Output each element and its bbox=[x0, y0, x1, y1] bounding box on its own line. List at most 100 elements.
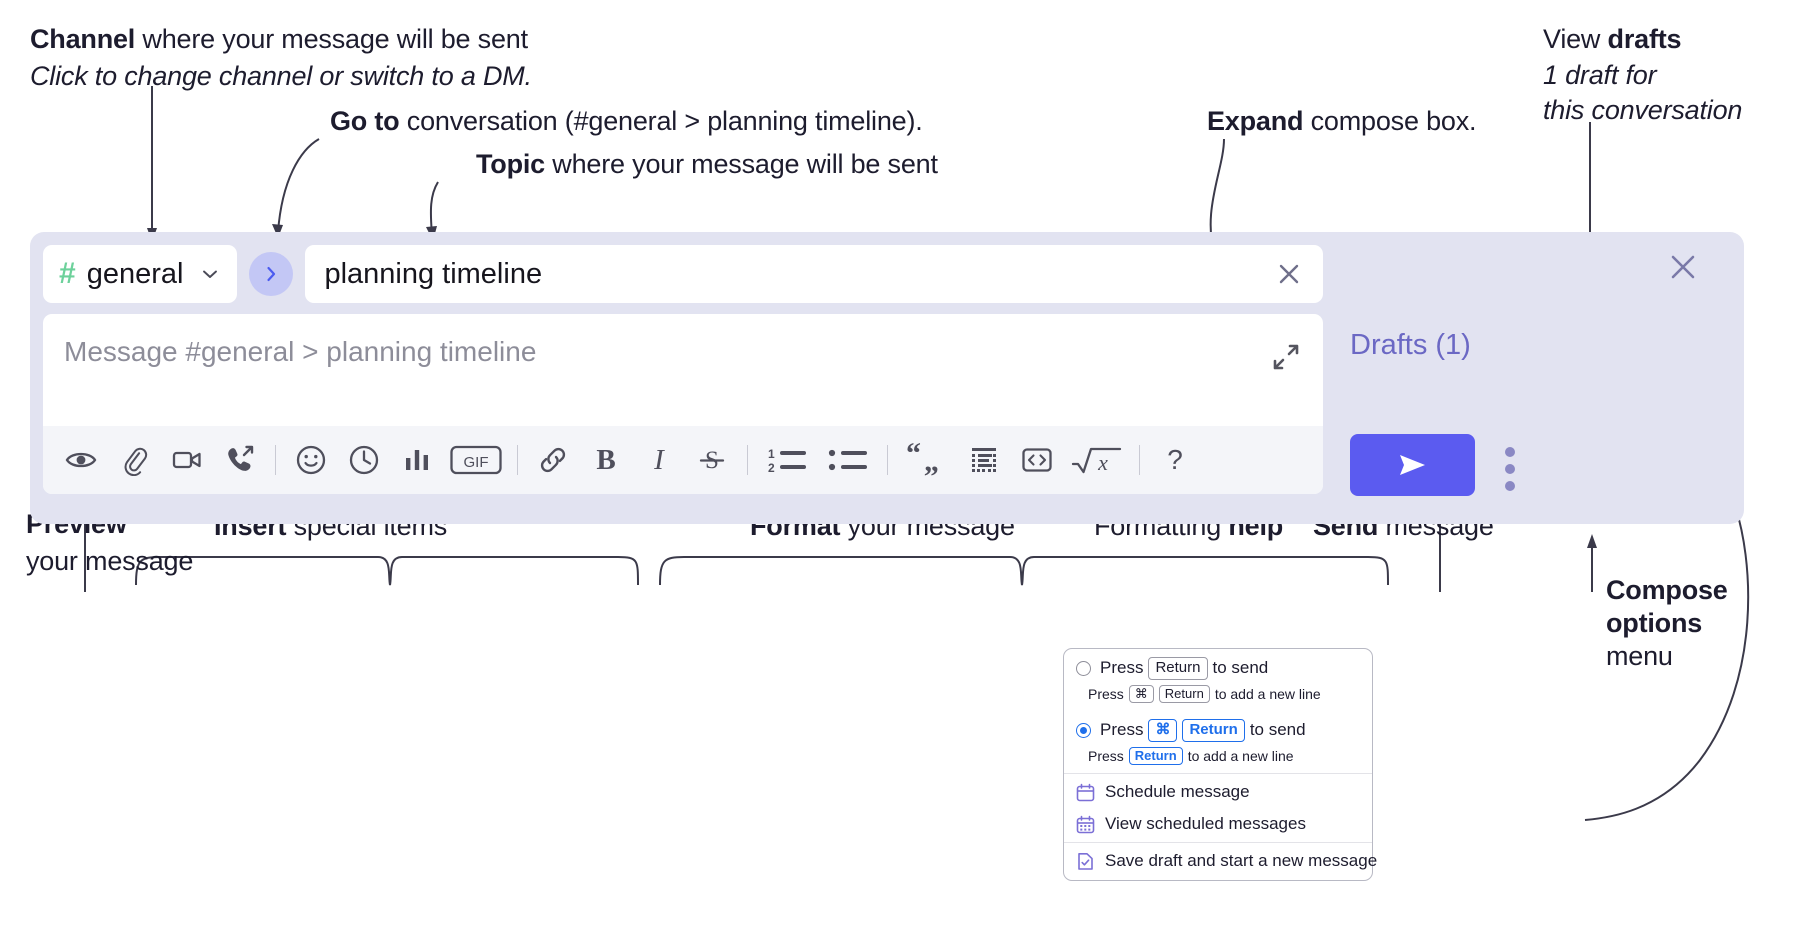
annotation-channel-sub: Click to change channel or switch to a D… bbox=[30, 61, 532, 92]
clock-icon[interactable] bbox=[342, 438, 386, 482]
annotation-drafts-plain: View bbox=[1543, 24, 1608, 54]
annotation-goto: Go to conversation (#general > planning … bbox=[330, 106, 923, 137]
strikethrough-icon[interactable]: S bbox=[690, 438, 734, 482]
svg-text:“: “ bbox=[906, 443, 921, 470]
option-pre: Press bbox=[1100, 658, 1144, 678]
preview-icon[interactable] bbox=[59, 438, 103, 482]
bar-chart-icon[interactable] bbox=[395, 438, 439, 482]
phone-arrow-icon[interactable] bbox=[218, 438, 262, 482]
goto-conversation-button[interactable] bbox=[249, 252, 294, 296]
bulleted-list-icon[interactable] bbox=[822, 438, 874, 482]
annotation-compose-options-line3: menu bbox=[1606, 640, 1673, 671]
menu-item-label: Schedule message bbox=[1105, 782, 1250, 801]
compose-options-menu: Press Return to send Press ⌘ Return to a… bbox=[1063, 648, 1377, 881]
send-option-cmd-return-label: Press ⌘ Return to send bbox=[1100, 719, 1306, 742]
calendar-icon bbox=[1076, 783, 1095, 802]
more-vertical-icon bbox=[1505, 464, 1515, 474]
option-pre: Press bbox=[1100, 720, 1144, 740]
annotation-drafts-line2: 1 draft for bbox=[1543, 60, 1657, 91]
option-post: to send bbox=[1249, 720, 1306, 740]
menu-item-view-scheduled-messages[interactable]: View scheduled messages bbox=[1064, 808, 1372, 840]
message-editor[interactable]: Message #general > planning timeline bbox=[43, 314, 1323, 494]
annotation-compose-options-line1: Compose bbox=[1606, 575, 1728, 605]
toolbar-divider bbox=[1139, 445, 1140, 475]
annotation-drafts-line3: this conversation bbox=[1543, 94, 1743, 125]
option-sub-post: to add a new line bbox=[1214, 685, 1321, 702]
italic-icon[interactable]: I bbox=[654, 443, 664, 476]
send-option-cmd-return-sub: Press Return to add a new line bbox=[1088, 746, 1372, 765]
compose-box: # general planning timeline Message #gen… bbox=[30, 232, 1744, 524]
annotation-channel-rest: where your message will be sent bbox=[135, 24, 528, 54]
chevron-down-icon bbox=[200, 264, 220, 284]
inline-code-icon[interactable] bbox=[1015, 438, 1059, 482]
code-block-icon[interactable] bbox=[962, 438, 1006, 482]
latex-icon[interactable]: x bbox=[1068, 438, 1126, 482]
svg-text:„: „ bbox=[924, 445, 939, 477]
toolbar-divider bbox=[747, 445, 748, 475]
compose-right-cluster: Drafts (1) bbox=[1312, 232, 1720, 524]
emoji-icon[interactable] bbox=[289, 438, 333, 482]
attachment-icon[interactable] bbox=[112, 438, 156, 482]
more-vertical-icon bbox=[1505, 447, 1515, 457]
key-return: Return bbox=[1128, 746, 1183, 765]
svg-text:1: 1 bbox=[768, 447, 775, 461]
send-option-return-label: Press Return to send bbox=[1100, 657, 1268, 680]
blockquote-icon[interactable]: “„ bbox=[901, 438, 953, 482]
expand-icon[interactable] bbox=[1269, 340, 1303, 374]
send-option-return[interactable]: Press Return to send bbox=[1064, 649, 1372, 682]
link-icon[interactable] bbox=[531, 438, 575, 482]
menu-item-label: View scheduled messages bbox=[1105, 814, 1306, 833]
option-sub-pre: Press bbox=[1088, 685, 1124, 702]
option-post: to send bbox=[1212, 658, 1269, 678]
annotation-channel-bold: Channel bbox=[30, 24, 136, 54]
topic-value: planning timeline bbox=[324, 257, 543, 290]
help-icon[interactable]: ? bbox=[1167, 444, 1183, 475]
key-return: Return bbox=[1182, 719, 1245, 742]
gif-icon[interactable]: GIF bbox=[448, 438, 504, 482]
channel-picker[interactable]: # general bbox=[43, 245, 238, 303]
video-camera-icon[interactable] bbox=[165, 438, 209, 482]
chevron-right-icon bbox=[261, 264, 281, 284]
svg-text:2: 2 bbox=[768, 461, 775, 475]
annotation-expand-rest: compose box. bbox=[1303, 106, 1477, 136]
annotation-compose-options-line2: options bbox=[1606, 607, 1703, 638]
hash-icon: # bbox=[59, 257, 76, 290]
drafts-link[interactable]: Drafts (1) bbox=[1350, 329, 1471, 361]
option-sub-pre: Press bbox=[1088, 747, 1124, 764]
menu-separator bbox=[1064, 842, 1372, 843]
svg-text:GIF: GIF bbox=[464, 454, 489, 471]
compose-options-button[interactable] bbox=[1505, 447, 1515, 491]
menu-item-save-draft[interactable]: Save draft and start a new message bbox=[1064, 845, 1377, 880]
key-command: ⌘ bbox=[1148, 719, 1178, 742]
more-vertical-icon bbox=[1505, 481, 1515, 491]
annotation-preview-line2: your message bbox=[26, 546, 194, 577]
calendar-grid-icon bbox=[1076, 815, 1095, 834]
radio-icon[interactable] bbox=[1076, 661, 1091, 676]
key-return: Return bbox=[1148, 657, 1208, 680]
annotation-topic: Topic where your message will be sent bbox=[476, 149, 938, 180]
annotation-drafts: View drafts 1 draft for this conversatio… bbox=[1543, 24, 1742, 126]
send-button[interactable] bbox=[1350, 434, 1475, 496]
send-option-cmd-return[interactable]: Press ⌘ Return to send bbox=[1064, 711, 1372, 744]
menu-item-schedule-message[interactable]: Schedule message bbox=[1064, 776, 1372, 808]
topic-clear-icon[interactable] bbox=[1273, 258, 1305, 290]
radio-icon-selected[interactable] bbox=[1076, 723, 1091, 738]
bold-icon[interactable]: B bbox=[596, 443, 616, 476]
send-paper-plane-icon bbox=[1391, 448, 1435, 482]
topic-input[interactable]: planning timeline bbox=[305, 245, 1323, 303]
annotation-goto-rest: conversation (#general > planning timeli… bbox=[399, 106, 923, 136]
compose-main-column: # general planning timeline Message #gen… bbox=[43, 245, 1323, 494]
key-command: ⌘ bbox=[1128, 684, 1154, 703]
annotation-expand: Expand compose box. bbox=[1207, 106, 1477, 137]
menu-separator bbox=[1064, 773, 1372, 774]
annotation-compose-options: Compose options menu bbox=[1606, 574, 1728, 673]
svg-text:x: x bbox=[1097, 450, 1108, 475]
annotation-expand-bold: Expand bbox=[1207, 106, 1304, 136]
annotation-goto-bold: Go to bbox=[330, 106, 400, 136]
save-draft-icon bbox=[1076, 852, 1095, 871]
annotation-topic-rest: where your message will be sent bbox=[545, 149, 938, 179]
close-icon[interactable] bbox=[1666, 250, 1700, 284]
annotation-topic-bold: Topic bbox=[476, 149, 545, 179]
